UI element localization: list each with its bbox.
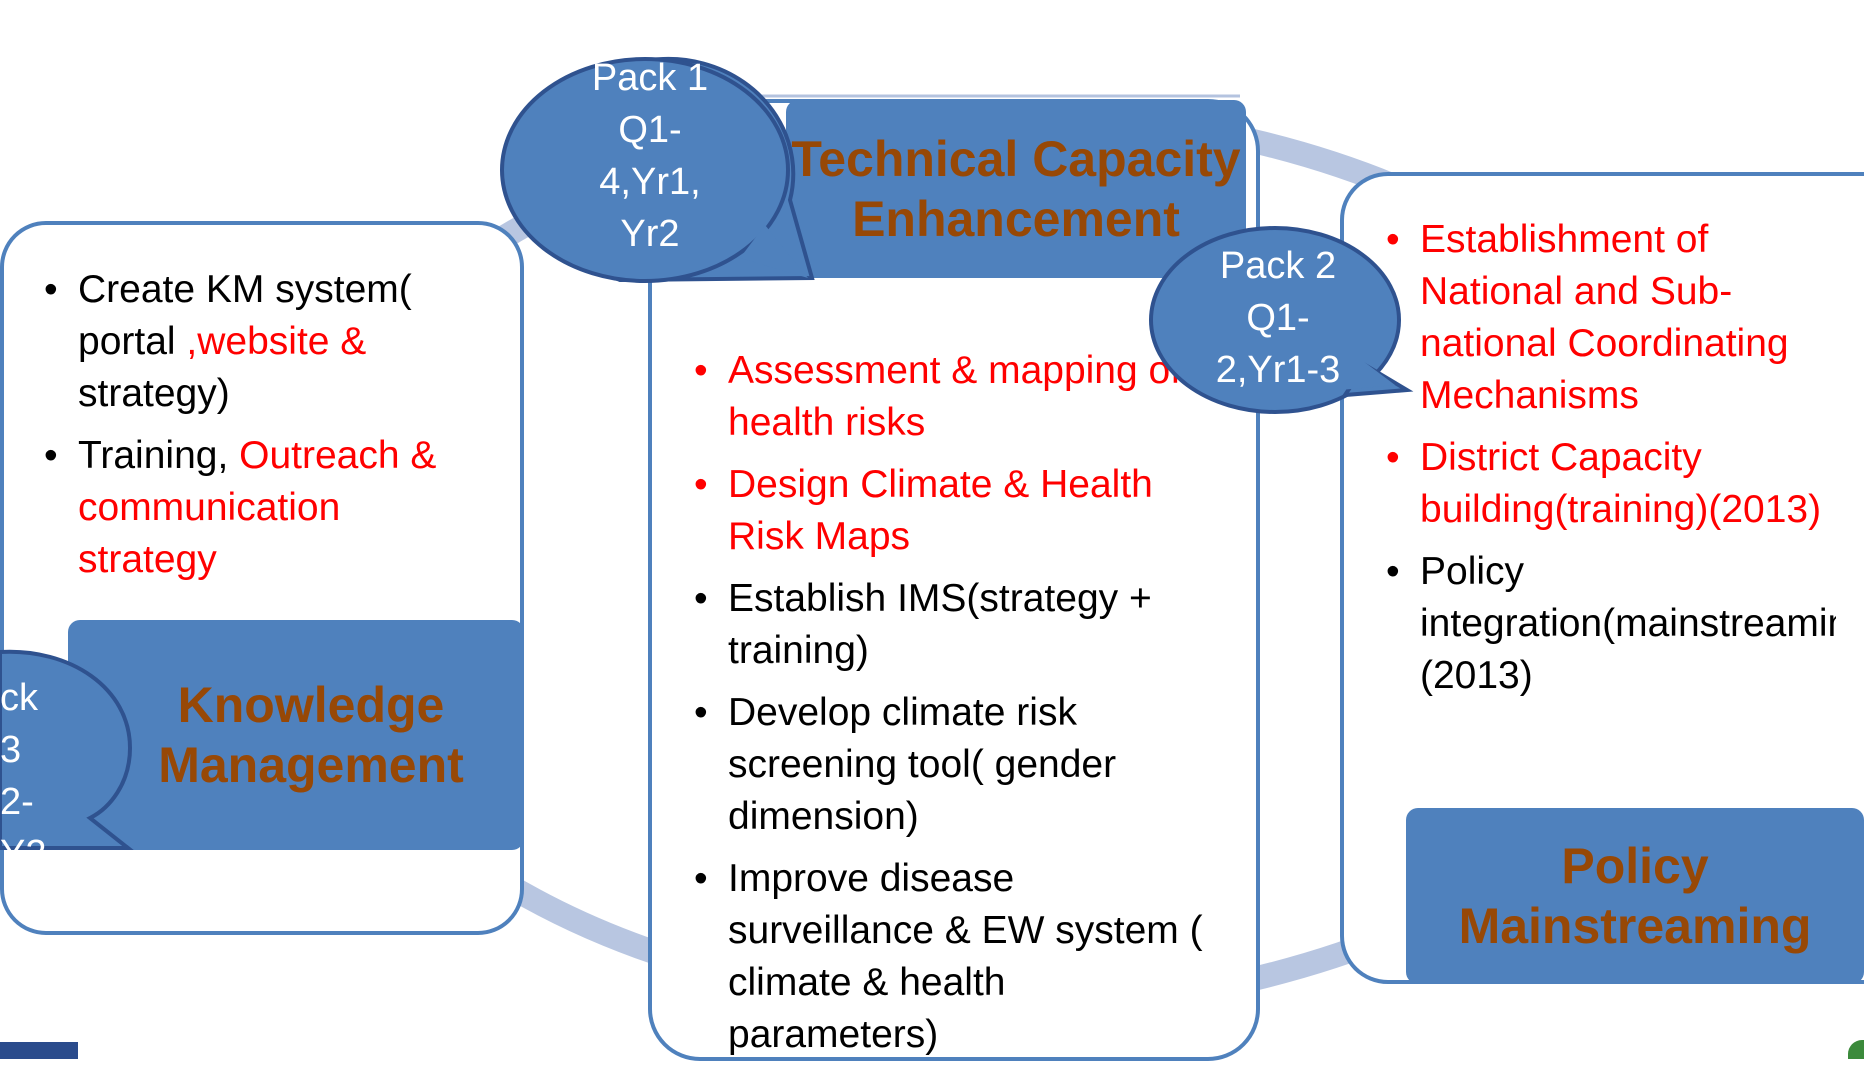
pack2-callout-bubble (1149, 226, 1414, 414)
policy-mainstreaming-heading: Policy Mainstreaming (1406, 808, 1864, 984)
policy-items-list: Establishment of National and Sub-nation… (1386, 214, 1836, 798)
list-item: Create KM system( portal ,website & stra… (44, 264, 474, 420)
technical-items-list: Assessment & mapping of health risks Des… (694, 345, 1214, 1071)
un-emblem-logo-icon (0, 1042, 78, 1059)
pack3-callout-bubble (0, 649, 134, 850)
policy-title-line1: Policy (1561, 838, 1709, 894)
knowledge-management-heading: Knowledge Management (68, 620, 524, 850)
list-item: Assessment & mapping of health risks (694, 345, 1214, 449)
technical-capacity-heading: Technical Capacity Enhancement (786, 100, 1246, 278)
list-item: Design Climate & Health Risk Maps (694, 459, 1214, 563)
policy-title-line2: Mainstreaming (1458, 898, 1812, 954)
knowledge-items-list: Create KM system( portal ,website & stra… (44, 264, 474, 596)
list-item: Improve disease surveillance & EW system… (694, 853, 1214, 1061)
list-item: District Capacity building(training)(201… (1386, 432, 1836, 536)
knowledge-title-line2: Management (158, 737, 464, 793)
list-item: Develop climate risk screening tool( gen… (694, 687, 1214, 843)
pack1-callout-bubble (500, 56, 815, 283)
list-item: Training, Outreach & communication strat… (44, 430, 474, 586)
list-item: Establishment of National and Sub-nation… (1386, 214, 1836, 422)
list-item: Policy integration(mainstreaming)(2013) (1386, 546, 1836, 702)
list-item: Establish IMS(strategy + training) (694, 573, 1214, 677)
green-leaf-logo-icon (1848, 1040, 1864, 1059)
technical-title-line2: Enhancement (852, 191, 1180, 247)
technical-title-line1: Technical Capacity (791, 131, 1241, 187)
knowledge-title-line1: Knowledge (177, 677, 445, 733)
